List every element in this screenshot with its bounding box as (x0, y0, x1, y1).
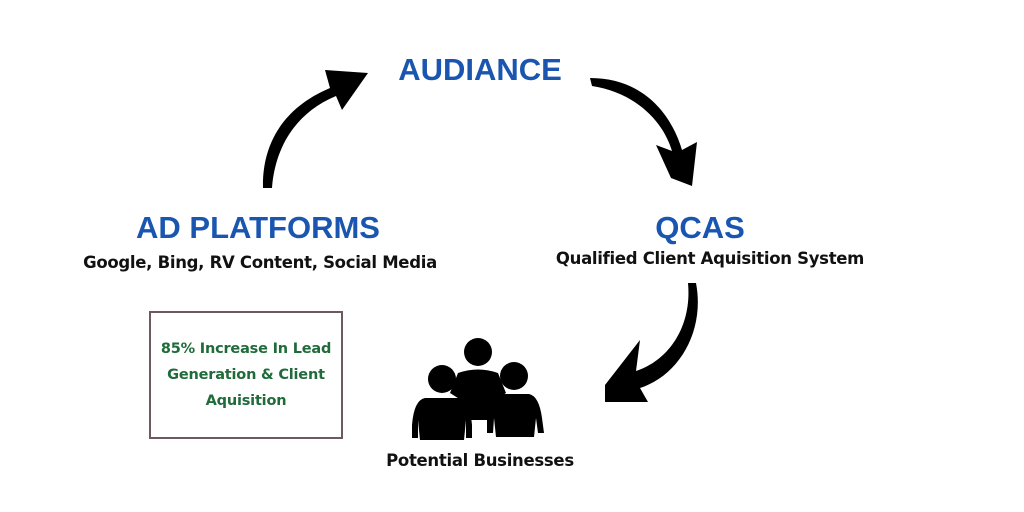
stat-line: Aquisition (205, 393, 287, 409)
stat-box: 85% Increase In Lead Generation & Client… (149, 311, 343, 439)
arrow-ad-to-audience (262, 70, 368, 188)
ad-platforms-title: AD PLATFORMS (136, 210, 380, 245)
qcas-subtitle: Qualified Client Aquisition System (555, 249, 865, 268)
stat-text: 85% Increase In Lead Generation & Client… (151, 336, 341, 414)
stat-line: Generation & Client (167, 367, 325, 383)
arrow-audience-to-qcas (590, 78, 697, 186)
qcas-title: QCAS (655, 210, 745, 245)
stat-line: 85% Increase In Lead (160, 341, 332, 357)
ad-platforms-subtitle: Google, Bing, RV Content, Social Media (83, 253, 437, 272)
arrow-qcas-to-businesses (605, 283, 698, 402)
potential-businesses-label: Potential Businesses (386, 451, 574, 470)
audience-title: AUDIANCE (398, 52, 562, 87)
